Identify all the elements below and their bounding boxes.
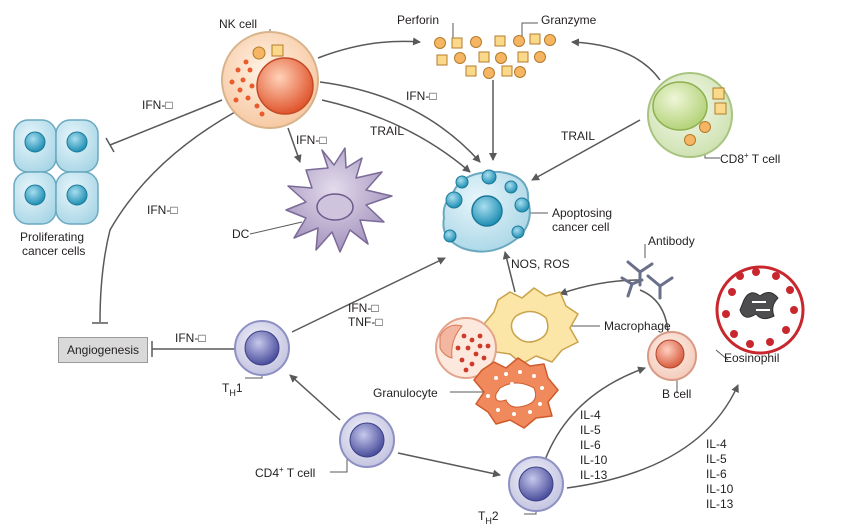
label-ifn-nk-cancer: IFN-□ <box>406 89 437 103</box>
label-tnf-th1: TNF-□ <box>348 315 383 329</box>
arrow-macrophage-to-cancer <box>502 251 516 293</box>
label-th2: TH2 <box>478 509 499 526</box>
inhibit-nk-to-angiogenesis <box>99 111 236 323</box>
granulocyte <box>435 317 497 379</box>
eosinophil <box>715 265 805 355</box>
label-cd4-main: CD4+ T cell <box>255 465 315 480</box>
arrow-cd4-to-th1 <box>289 374 341 421</box>
il-item: IL-4 <box>580 408 601 422</box>
label-apoptosing: Apoptosing <box>552 206 612 220</box>
th2-cell <box>508 456 564 512</box>
il-item: IL-13 <box>580 468 608 482</box>
apoptosing-cancer-cell <box>442 169 531 253</box>
label-ifn-th1-angiogenesis: IFN-□ <box>175 331 206 345</box>
antibodies <box>620 260 674 300</box>
arrow-th2-to-bcell <box>544 366 646 461</box>
label-ifn-th1: IFN-□ <box>348 301 379 315</box>
perforin-granzyme-granules <box>434 33 556 79</box>
proliferating-cancer-cells <box>13 119 99 225</box>
il-item: IL-10 <box>580 453 608 467</box>
angiogenesis-box: Angiogenesis <box>58 337 148 363</box>
il-item: IL-6 <box>706 467 727 481</box>
labels: NK cell Perforin Granzyme IFN-□ IFN-□ TR… <box>20 13 780 526</box>
label-antibody: Antibody <box>648 234 695 248</box>
il-item: IL-10 <box>706 482 734 496</box>
label-angiogenesis: Angiogenesis <box>66 343 140 357</box>
label-eosinophil: Eosinophil <box>724 351 779 365</box>
arrow-antibody-to-macrophage <box>559 279 641 296</box>
cd4-t-cell <box>339 412 395 468</box>
label-granulocyte: Granulocyte <box>373 386 438 400</box>
dendritic-cell <box>285 147 393 253</box>
th1-cell <box>234 320 290 376</box>
arrow-cd8-trail-to-cancer <box>531 119 641 181</box>
label-proliferating: Proliferating <box>20 230 84 244</box>
arrow-th1-to-cancer <box>291 257 446 333</box>
arrow-nk-to-granules <box>317 37 421 59</box>
label-cancer-cells: cancer cells <box>22 244 85 258</box>
label-cd8-main: CD8+ T cell <box>720 151 780 166</box>
b-cell <box>647 331 697 381</box>
il-item: IL-13 <box>706 497 734 511</box>
label-apoptosing-cancer-cell: cancer cell <box>552 220 609 234</box>
arrow-nk-to-dc <box>287 127 302 163</box>
granulocyte-orange <box>473 357 559 429</box>
nk-cell <box>221 31 319 129</box>
label-b-cell: B cell <box>662 387 691 401</box>
label-macrophage: Macrophage <box>604 319 671 333</box>
arrow-cd4-to-th2 <box>397 452 501 478</box>
inhibit-nk-to-proliferating <box>109 99 223 146</box>
il-item: IL-5 <box>580 423 601 437</box>
label-ifn-nk-proliferating: IFN-□ <box>142 98 173 112</box>
label-nos-ros: NOS, ROS <box>511 257 570 271</box>
label-trail-cd8: TRAIL <box>561 129 595 143</box>
label-trail-nk: TRAIL <box>370 124 404 138</box>
arrow-nk-trail-to-cancer <box>321 99 471 173</box>
arrows <box>92 37 739 489</box>
label-nk-cell: NK cell <box>219 17 257 31</box>
label-ifn-nk-dc: IFN-□ <box>296 133 327 147</box>
il-item: IL-4 <box>706 437 727 451</box>
il-list-th2-eosinophil: IL-4 IL-5 IL-6 IL-10 IL-13 <box>706 437 734 511</box>
arrow-th2-to-eosinophil <box>566 384 739 489</box>
macrophage <box>483 287 579 365</box>
label-th1: TH1 <box>222 381 243 398</box>
label-dc: DC <box>232 227 250 241</box>
arrow-bcell-to-antibody <box>639 289 669 333</box>
il-item: IL-6 <box>580 438 601 452</box>
label-perforin: Perforin <box>397 13 439 27</box>
arrow-cd8-to-granules <box>571 38 661 81</box>
il-item: IL-5 <box>706 452 727 466</box>
label-granzyme: Granzyme <box>541 13 597 27</box>
inhibit-bar-proliferating <box>105 137 115 153</box>
label-ifn-nk-angiogenesis: IFN-□ <box>147 203 178 217</box>
il-list-th2-bcell: IL-4 IL-5 IL-6 IL-10 IL-13 <box>580 408 608 482</box>
cd8-t-cell <box>647 72 733 158</box>
arrow-nk-ifn-to-cancer <box>319 81 481 163</box>
